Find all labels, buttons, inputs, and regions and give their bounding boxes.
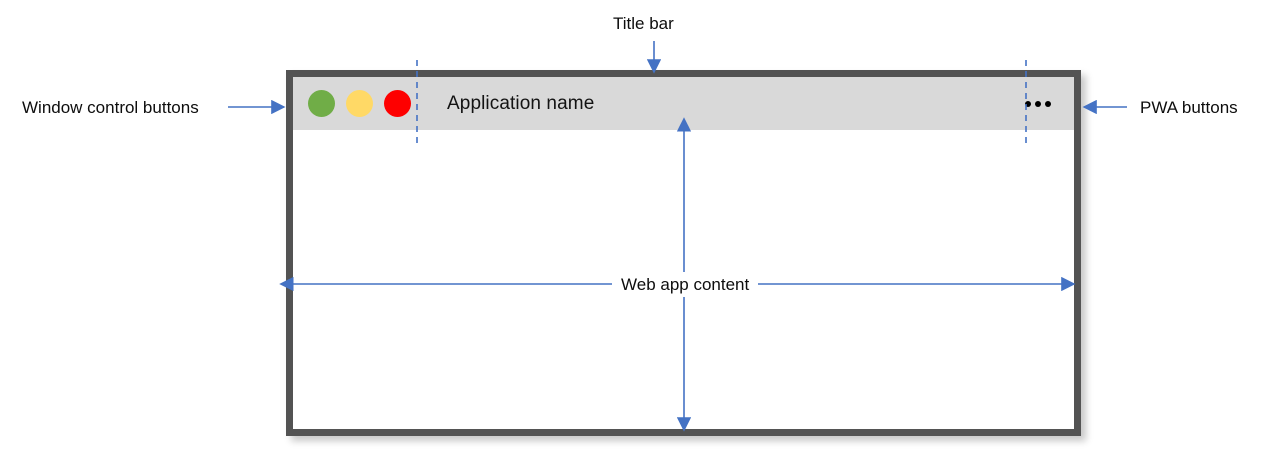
minimize-button[interactable] — [308, 90, 335, 117]
annotation-pwa-buttons: PWA buttons — [1140, 98, 1238, 117]
pwa-menu-button[interactable] — [1020, 97, 1056, 111]
window-control-buttons — [308, 90, 411, 117]
ellipsis-icon-dot-3 — [1045, 100, 1051, 107]
annotation-web-app-content: Web app content — [612, 276, 759, 293]
annotation-window-control-buttons: Window control buttons — [22, 98, 199, 117]
title-bar[interactable]: Application name — [293, 77, 1074, 130]
ellipsis-icon-dot-2 — [1035, 100, 1041, 107]
application-name: Application name — [447, 92, 595, 114]
ellipsis-icon-dot-1 — [1025, 100, 1031, 107]
application-window: Application name — [286, 70, 1081, 436]
close-button[interactable] — [384, 90, 411, 117]
annotation-title-bar: Title bar — [613, 14, 674, 33]
maximize-button[interactable] — [346, 90, 373, 117]
